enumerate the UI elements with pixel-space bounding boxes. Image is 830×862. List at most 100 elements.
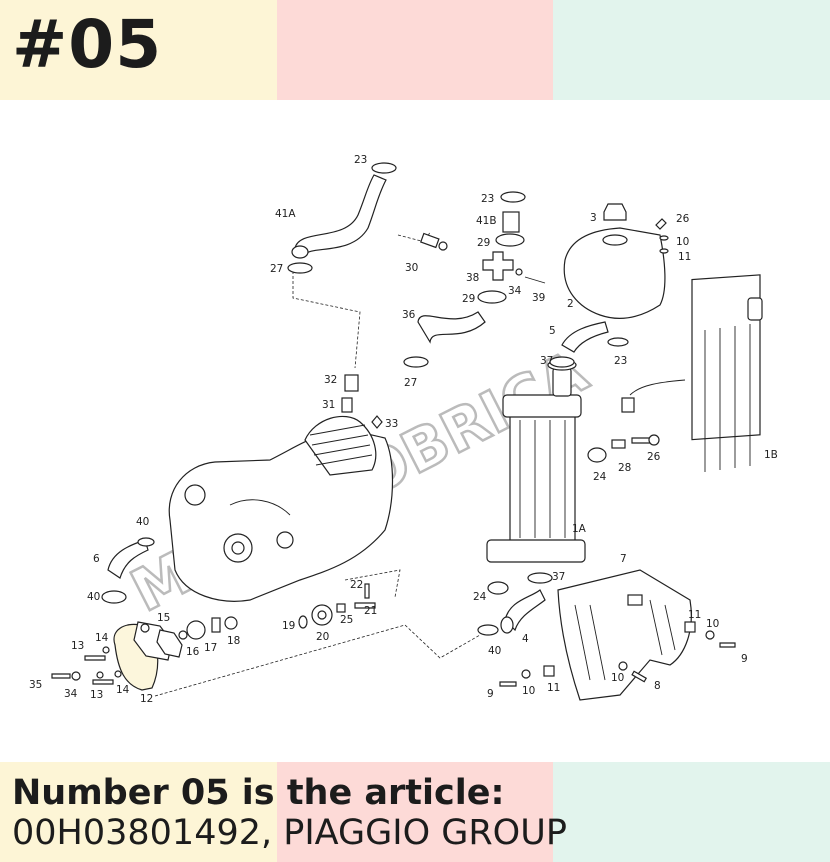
label-20: 20 bbox=[316, 631, 329, 643]
label-10: 10 bbox=[706, 618, 719, 630]
label-22: 22 bbox=[350, 579, 363, 591]
label-26: 26 bbox=[676, 213, 690, 225]
label-15: 15 bbox=[157, 612, 170, 624]
label-41a: 41A bbox=[275, 208, 296, 220]
label-26: 26 bbox=[647, 451, 661, 463]
label-9: 9 bbox=[741, 653, 748, 665]
label-33: 33 bbox=[385, 418, 398, 430]
label-3: 3 bbox=[590, 212, 597, 224]
clamp-40-lower bbox=[477, 624, 499, 636]
hose-clamp-27-left bbox=[287, 262, 313, 274]
label-31: 31 bbox=[322, 399, 335, 411]
clamp-27-right bbox=[403, 356, 429, 368]
label-1a: 1A bbox=[572, 523, 587, 535]
label-8: 8 bbox=[654, 680, 661, 692]
tee-fitting bbox=[482, 251, 514, 281]
coolant-tee-assembly bbox=[477, 191, 546, 304]
caption-heading: Number 05 is the article: bbox=[12, 773, 505, 813]
label-35: 35 bbox=[29, 679, 42, 691]
caption-article-number: 00H03801492, PIAGGIO GROUP bbox=[12, 813, 567, 853]
label-1b: 1B bbox=[764, 449, 778, 461]
bottom-color-band bbox=[0, 762, 830, 862]
grommet-24-lower bbox=[487, 581, 509, 595]
clamp-40-pump bbox=[101, 590, 127, 604]
label-25: 25 bbox=[340, 614, 353, 626]
item-number-badge: #05 bbox=[12, 6, 163, 83]
label-41b: 41B bbox=[476, 215, 497, 227]
label-19: 19 bbox=[282, 620, 295, 632]
radiator-1b bbox=[621, 274, 763, 472]
label-12: 12 bbox=[140, 693, 153, 705]
tank-screw bbox=[655, 218, 667, 230]
expansion-tank bbox=[563, 203, 669, 320]
engine-block bbox=[168, 415, 394, 602]
label-24: 24 bbox=[593, 471, 607, 483]
screw-33 bbox=[371, 415, 383, 429]
bushing-28 bbox=[611, 439, 626, 449]
clamp-37-lower bbox=[527, 572, 553, 584]
label-36: 36 bbox=[402, 309, 416, 321]
label-27: 27 bbox=[270, 263, 283, 275]
exploded-parts-diagram: MOTOMOBRICA bbox=[29, 154, 778, 705]
label-23: 23 bbox=[481, 193, 494, 205]
clamp-23-right bbox=[607, 337, 629, 347]
hose-clamp-23-top bbox=[371, 162, 397, 174]
label-17: 17 bbox=[204, 642, 217, 654]
label-10: 10 bbox=[676, 236, 689, 248]
label-39: 39 bbox=[532, 292, 545, 304]
label-34: 34 bbox=[64, 688, 78, 700]
label-16: 16 bbox=[186, 646, 200, 658]
label-29: 29 bbox=[477, 237, 490, 249]
hose-41a bbox=[294, 174, 387, 256]
label-5: 5 bbox=[549, 325, 556, 337]
label-2: 2 bbox=[567, 298, 574, 310]
radiator-shroud bbox=[557, 569, 692, 701]
label-32: 32 bbox=[324, 374, 337, 386]
label-10: 10 bbox=[611, 672, 624, 684]
label-29: 29 bbox=[462, 293, 475, 305]
hose-4 bbox=[504, 589, 546, 632]
label-38: 38 bbox=[466, 272, 479, 284]
hose-41b bbox=[502, 211, 520, 233]
label-40: 40 bbox=[136, 516, 149, 528]
pump-bolts bbox=[51, 646, 122, 685]
label-23: 23 bbox=[354, 154, 367, 166]
label-11: 11 bbox=[688, 609, 701, 621]
tank-cap bbox=[603, 203, 627, 221]
grommet-24 bbox=[587, 447, 607, 463]
label-37: 37 bbox=[552, 571, 565, 583]
label-10: 10 bbox=[522, 685, 535, 697]
water-pump-housing bbox=[113, 616, 238, 691]
label-18: 18 bbox=[227, 635, 240, 647]
label-6: 6 bbox=[93, 553, 100, 565]
label-11: 11 bbox=[678, 251, 691, 263]
label-4: 4 bbox=[522, 633, 529, 645]
hose-36 bbox=[417, 311, 486, 344]
label-7: 7 bbox=[620, 553, 627, 565]
hose-6 bbox=[107, 539, 149, 579]
impeller-assembly bbox=[298, 583, 376, 629]
label-40: 40 bbox=[488, 645, 501, 657]
hose-41a-end bbox=[291, 245, 309, 259]
clamp-40-left bbox=[137, 537, 155, 547]
top-color-band bbox=[0, 0, 830, 100]
label-40: 40 bbox=[87, 591, 100, 603]
label-14: 14 bbox=[116, 684, 130, 696]
label-14: 14 bbox=[95, 632, 109, 644]
clamp-23-tee bbox=[500, 191, 526, 203]
label-30: 30 bbox=[405, 262, 418, 274]
label-9: 9 bbox=[487, 688, 494, 700]
label-27: 27 bbox=[404, 377, 417, 389]
clamp-37-upper bbox=[549, 356, 575, 368]
label-23: 23 bbox=[614, 355, 627, 367]
label-13: 13 bbox=[71, 640, 84, 652]
clamp-29-upper bbox=[495, 233, 525, 247]
label-13: 13 bbox=[90, 689, 103, 701]
radiator-1a bbox=[486, 359, 586, 563]
hose-5 bbox=[561, 321, 609, 353]
label-11: 11 bbox=[547, 682, 560, 694]
label-24: 24 bbox=[473, 591, 487, 603]
label-21: 21 bbox=[364, 605, 377, 617]
temperature-sensor bbox=[397, 231, 448, 251]
label-34: 34 bbox=[508, 285, 522, 297]
